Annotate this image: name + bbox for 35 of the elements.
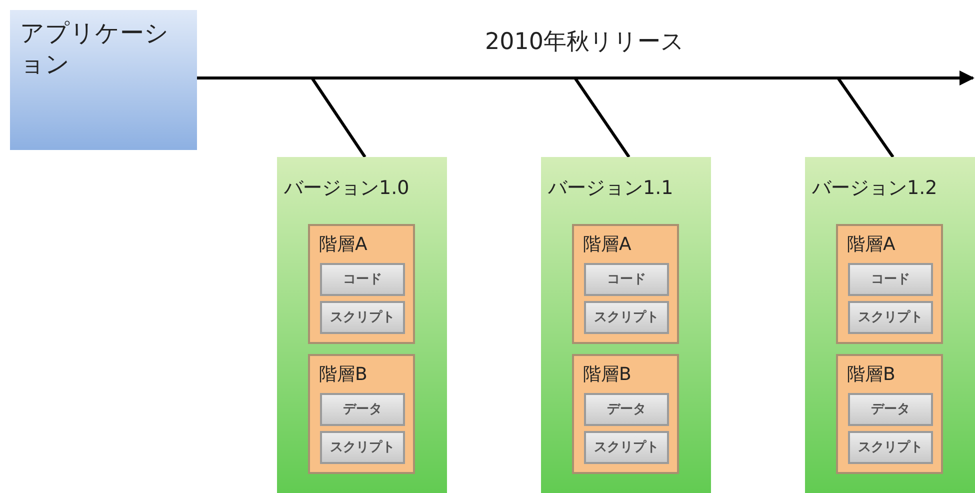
connector-line bbox=[836, 77, 894, 158]
layer-box bbox=[308, 354, 415, 474]
layer-box bbox=[308, 224, 415, 344]
layer-title: 階層A bbox=[583, 233, 632, 256]
component-box: データ bbox=[320, 393, 405, 426]
connector-line bbox=[310, 77, 366, 158]
component-box: コード bbox=[584, 263, 669, 296]
layer-box bbox=[572, 354, 679, 474]
version-title: バージョン1.0 bbox=[284, 176, 410, 201]
version-title: バージョン1.2 bbox=[812, 176, 938, 201]
connector-line bbox=[574, 77, 630, 158]
version-panel bbox=[541, 157, 711, 493]
component-box: コード bbox=[848, 263, 933, 296]
component-box: データ bbox=[584, 393, 669, 426]
component-box: コード bbox=[320, 263, 405, 296]
layer-box bbox=[572, 224, 679, 344]
version-panel bbox=[277, 157, 447, 493]
layer-title: 階層A bbox=[319, 233, 368, 256]
layer-title: 階層B bbox=[847, 363, 896, 386]
version-panel bbox=[805, 157, 975, 493]
component-box: スクリプト bbox=[848, 301, 933, 334]
layer-box bbox=[836, 224, 943, 344]
component-box: スクリプト bbox=[848, 431, 933, 464]
layer-box bbox=[836, 354, 943, 474]
layer-title: 階層A bbox=[847, 233, 896, 256]
version-title: バージョン1.1 bbox=[548, 176, 674, 201]
timeline-arrow bbox=[197, 70, 974, 86]
component-box: スクリプト bbox=[320, 431, 405, 464]
component-box: スクリプト bbox=[584, 301, 669, 334]
layer-title: 階層B bbox=[583, 363, 632, 386]
component-box: スクリプト bbox=[584, 431, 669, 464]
component-box: データ bbox=[848, 393, 933, 426]
application-box: アプリケーション bbox=[10, 10, 197, 150]
component-box: スクリプト bbox=[320, 301, 405, 334]
layer-title: 階層B bbox=[319, 363, 368, 386]
